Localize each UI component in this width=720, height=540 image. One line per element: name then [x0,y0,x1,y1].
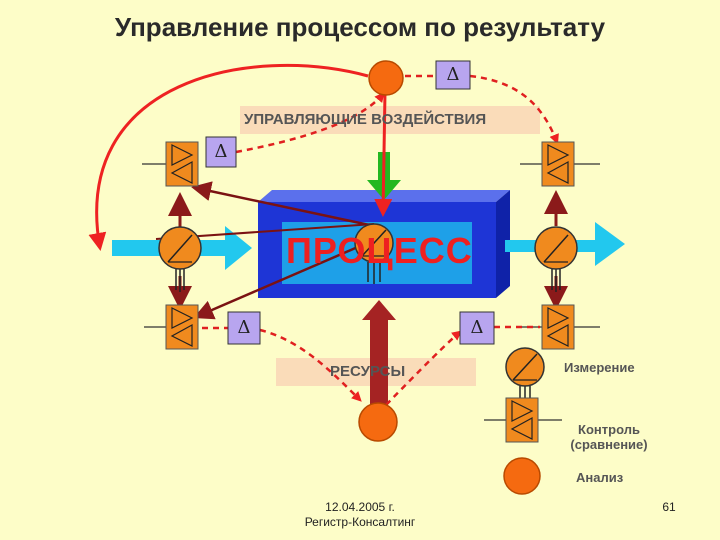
legend-control-line2: (сравнение) [570,437,648,452]
resources-label: РЕСУРСЫ [330,363,406,380]
delta-symbol: Δ [446,64,460,85]
delta-box-left-top [205,136,237,168]
comparator-icon [541,141,575,187]
measuring-gauge-icon [354,223,394,263]
slide-title: Управление процессом по результату [114,12,606,42]
measuring-gauge-icon [505,347,545,387]
control-actions-label: УПРАВЛЯЮЩИЕ ВОЗДЕЙСТВИЯ [244,111,487,128]
legend-analysis: Анализ [576,470,624,485]
delta-box-top [435,60,471,90]
control-actions-band [240,106,540,134]
delta-symbol: Δ [237,317,251,338]
comparator-icon [165,304,199,350]
delta-symbol: Δ [214,141,228,162]
measuring-gauge-icon [534,226,578,270]
footer-company: Регистр-Консалтинг [304,515,416,529]
delta-box-left-bottom [227,311,261,345]
process-label: ПРОЦЕСС [286,230,473,271]
analysis-circle-icon [358,402,398,442]
comparator-icon [505,397,539,443]
delta-box-right-bottom [459,311,495,345]
analysis-circle-icon [368,60,404,96]
analysis-circle-icon [503,457,541,495]
measuring-gauge-icon [158,226,202,270]
page-number: 61 [662,500,676,514]
comparator-icon [541,304,575,350]
legend-measurement: Измерение [564,360,635,375]
comparator-icon [165,141,199,187]
legend-control-line1: Контроль [578,422,640,437]
resources-arrow [362,300,396,410]
footer-date: 12.04.2005 г. [325,500,395,514]
delta-symbol: Δ [470,317,484,338]
